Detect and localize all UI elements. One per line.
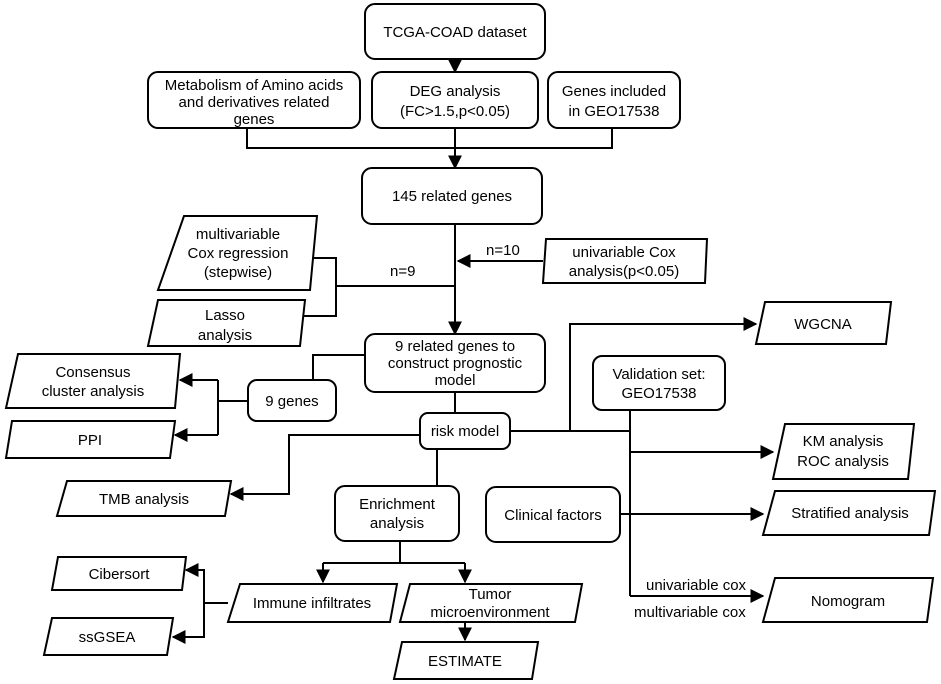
node-tumor-line2: microenvironment — [430, 604, 550, 621]
node-145-related-genes: 145 related genes — [361, 167, 543, 225]
node-km-roc-analysis: KM analysis ROC analysis — [771, 423, 916, 480]
node-estimate-text: ESTIMATE — [428, 653, 502, 670]
node-deg-line2: (FC>1.5,p<0.05) — [400, 103, 510, 120]
node-risk-model-text: risk model — [431, 423, 499, 440]
node-nomogram: Nomogram — [761, 577, 935, 623]
node-consensus-line2: cluster analysis — [42, 383, 145, 400]
node-multivariable-cox: multivariable Cox regression (stepwise) — [156, 215, 319, 291]
node-9-related-line2: construct prognostic — [388, 355, 523, 372]
node-tumor-microenvironment: Tumor microenvironment — [398, 583, 584, 623]
node-cibersort: Cibersort — [50, 556, 188, 591]
node-tmb-text: TMB analysis — [99, 491, 189, 508]
node-enrichment-line1: Enrichment — [359, 496, 436, 513]
edge-label-multivariable-cox: multivariable cox — [634, 604, 746, 621]
node-validation-line1: Validation set: — [612, 366, 705, 383]
node-geo-genes: Genes included in GEO17538 — [547, 71, 681, 129]
node-roc-line: ROC analysis — [797, 453, 889, 470]
node-ssgsea-text: ssGSEA — [79, 629, 136, 646]
node-metabolism-line1: Metabolism of Amino acids — [165, 77, 343, 94]
node-tumor-line1: Tumor — [469, 586, 512, 603]
node-km-line: KM analysis — [803, 433, 884, 450]
node-145-text: 145 related genes — [392, 188, 512, 205]
node-validation-line2: GEO17538 — [621, 385, 696, 402]
node-9-genes-text: 9 genes — [265, 393, 318, 410]
node-9-genes: 9 genes — [247, 379, 337, 422]
edge-label-n10: n=10 — [486, 242, 520, 259]
edge-label-n9: n=9 — [390, 263, 415, 280]
node-univariable-cox: univariable Cox analysis(p<0.05) — [541, 238, 709, 284]
node-9-related-line1: 9 related genes to — [395, 338, 515, 355]
node-geo-genes-line1: Genes included — [562, 83, 666, 100]
node-stratified-text: Stratified analysis — [791, 505, 909, 522]
node-geo-genes-line2: in GEO17538 — [569, 103, 660, 120]
node-9-related-genes-model: 9 related genes to construct prognostic … — [364, 333, 546, 393]
node-wgcna-text: WGCNA — [794, 316, 852, 333]
node-multi-cox-line2: Cox regression — [188, 245, 289, 262]
node-lasso-analysis: Lasso analysis — [146, 299, 307, 347]
node-metabolism-line2: and derivatives related — [179, 94, 330, 111]
node-ssgsea: ssGSEA — [42, 617, 175, 656]
node-tcga-dataset: TCGA-COAD dataset — [364, 3, 546, 60]
node-clinical-text: Clinical factors — [504, 507, 602, 524]
node-clinical-factors: Clinical factors — [485, 486, 621, 543]
node-metabolism-genes: Metabolism of Amino acids and derivative… — [147, 71, 361, 129]
node-multi-cox-line3: (stepwise) — [204, 264, 272, 281]
node-immune-infiltrates: Immune infiltrates — [226, 583, 399, 623]
node-consensus-line1: Consensus — [55, 364, 130, 381]
node-enrichment-line2: analysis — [370, 515, 424, 532]
node-tcga-text: TCGA-COAD dataset — [383, 24, 527, 41]
node-deg-analysis: DEG analysis (FC>1.5,p<0.05) — [371, 71, 539, 129]
node-immune-text: Immune infiltrates — [253, 595, 371, 612]
node-cibersort-text: Cibersort — [89, 566, 151, 583]
node-enrichment-analysis: Enrichment analysis — [334, 485, 460, 542]
node-9-related-line3: model — [435, 372, 476, 389]
node-consensus-cluster: Consensus cluster analysis — [4, 353, 182, 409]
node-tmb-analysis: TMB analysis — [55, 480, 233, 517]
node-metabolism-line3: genes — [234, 111, 275, 128]
node-ppi-text: PPI — [78, 432, 102, 449]
node-lasso-line1: Lasso — [205, 307, 245, 324]
node-stratified-analysis: Stratified analysis — [761, 490, 937, 536]
node-ppi: PPI — [4, 420, 177, 459]
edge-label-univariable-cox: univariable cox — [646, 577, 747, 594]
connectors — [171, 59, 775, 644]
node-uni-cox-line2: analysis(p<0.05) — [569, 263, 679, 280]
node-nomogram-text: Nomogram — [811, 593, 885, 610]
node-multi-cox-line1: multivariable — [196, 226, 280, 243]
node-estimate: ESTIMATE — [392, 641, 540, 680]
node-risk-model: risk model — [419, 412, 511, 450]
node-validation-set: Validation set: GEO17538 — [592, 355, 726, 411]
node-lasso-line2: analysis — [198, 327, 252, 344]
node-uni-cox-line1: univariable Cox — [572, 244, 676, 261]
node-wgcna: WGCNA — [754, 301, 893, 345]
node-deg-line1: DEG analysis — [410, 83, 501, 100]
